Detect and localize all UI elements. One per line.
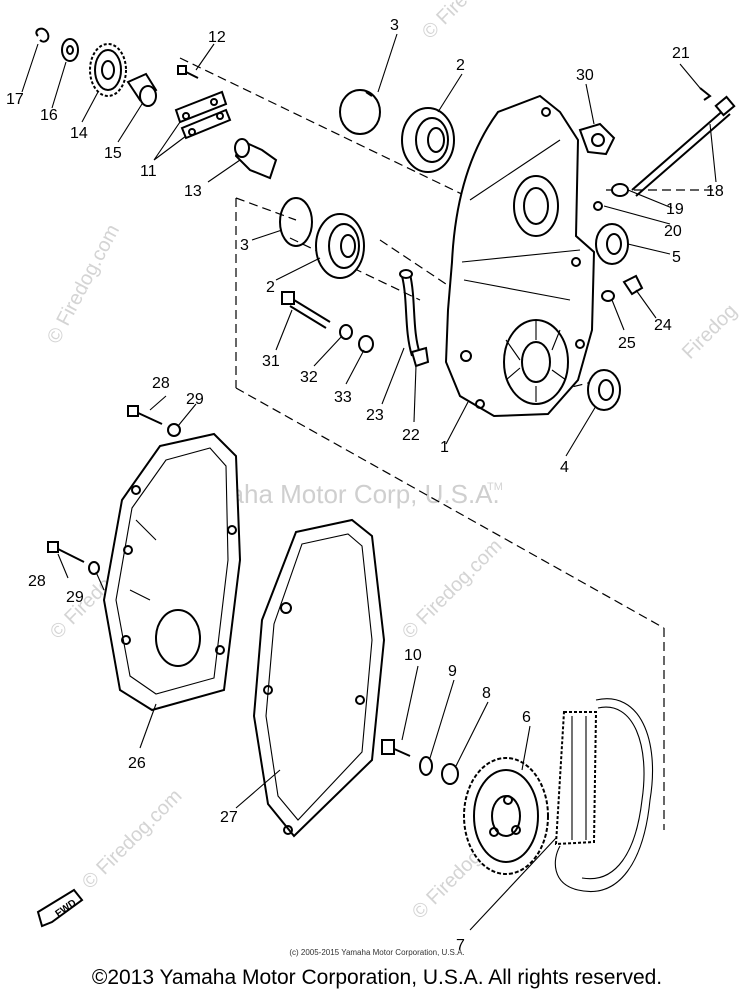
chaincase-housing-1 [444, 94, 596, 418]
hose-23 [399, 269, 421, 357]
callout-9: 9 [448, 663, 457, 680]
washer-32 [339, 324, 353, 340]
bolt-10 [381, 739, 411, 757]
callout-28-lower: 28 [28, 573, 46, 590]
callout-24: 24 [654, 317, 672, 334]
breather-30 [578, 122, 616, 156]
sprocket-6 [463, 757, 549, 875]
collar-15 [126, 72, 158, 107]
callout-3-upper: 3 [390, 17, 399, 34]
fwd-arrow-icon: FWD [36, 888, 84, 928]
callout-29-lower: 29 [66, 589, 84, 606]
washer-33 [358, 335, 374, 353]
sprocket-14 [89, 43, 127, 97]
callout-20: 20 [664, 223, 682, 240]
washer-9 [419, 756, 433, 776]
callout-1: 1 [440, 439, 449, 456]
washer-29-upper [167, 423, 181, 437]
bearing-2-lower [315, 213, 365, 279]
callout-5: 5 [672, 249, 681, 266]
shaft-13 [234, 138, 278, 180]
callout-4: 4 [560, 459, 569, 476]
callout-17: 17 [6, 91, 24, 108]
callout-7: 7 [456, 937, 465, 954]
callout-31: 31 [262, 353, 280, 370]
callout-11: 11 [140, 163, 157, 180]
callout-12: 12 [208, 29, 226, 46]
callout-25: 25 [618, 335, 636, 352]
gasket-27 [252, 518, 386, 838]
watermark-lower-left: © Firedog.com [78, 785, 187, 894]
callout-33: 33 [334, 389, 352, 406]
bracket-11 [174, 90, 232, 140]
bolt-31 [281, 291, 331, 329]
callout-26: 26 [128, 755, 146, 772]
bolt-28-upper [127, 405, 163, 425]
callout-13: 13 [184, 183, 202, 200]
callout-22: 22 [402, 427, 420, 444]
callout-labels: 1 2 2 3 3 4 5 6 7 8 9 10 11 12 13 14 15 … [6, 17, 724, 954]
clip-21 [699, 87, 712, 101]
washer-16 [61, 38, 79, 62]
washer-19 [611, 183, 629, 197]
watermark-mid-right: © Firedog.com [398, 535, 507, 644]
nut-24 [622, 274, 644, 296]
circlip-17 [35, 27, 50, 43]
bolt-18 [631, 95, 736, 197]
copyright-footer: ©2013 Yamaha Motor Corporation, U.S.A. A… [91, 966, 663, 989]
callout-8: 8 [482, 685, 491, 702]
image-credit: (c) 2005-2015 Yamaha Motor Corporation, … [289, 948, 465, 957]
circlip-3-lower [279, 197, 313, 247]
callout-6: 6 [522, 709, 531, 726]
watermark-tm: TM [487, 481, 503, 493]
callout-32: 32 [300, 369, 318, 386]
washer-29-lower [88, 561, 100, 575]
callout-3-lower: 3 [240, 237, 249, 254]
callout-27: 27 [220, 809, 238, 826]
callout-16: 16 [40, 107, 58, 124]
callout-15: 15 [104, 145, 122, 162]
callout-14: 14 [70, 125, 88, 142]
fitting-22 [410, 346, 430, 368]
callout-18: 18 [706, 183, 724, 200]
callout-2-lower: 2 [266, 279, 275, 296]
chain-7 [554, 698, 654, 892]
callout-23: 23 [366, 407, 384, 424]
chaincase-cover-26 [102, 432, 242, 712]
watermark-right-edge: Firedog [678, 300, 742, 364]
watermark-top-right: © Firedog.com [418, 0, 527, 44]
washer-25 [601, 290, 615, 302]
circlip-3-upper [339, 89, 381, 135]
callout-30: 30 [576, 67, 594, 84]
callout-29-upper: 29 [186, 391, 204, 408]
bolt-28-lower [47, 541, 85, 563]
callout-10: 10 [404, 647, 422, 664]
oring-20 [593, 201, 603, 211]
bolt-12 [177, 65, 199, 79]
leader-lines [21, 33, 717, 931]
callout-21: 21 [672, 45, 690, 62]
callout-28-upper: 28 [152, 375, 170, 392]
callout-2-upper: 2 [456, 57, 465, 74]
callout-19: 19 [666, 201, 684, 218]
washer-8 [441, 763, 459, 785]
watermark-left: © Firedog.com [43, 221, 124, 347]
oil-seal-5 [595, 223, 629, 265]
oil-seal-4 [587, 369, 621, 411]
bearing-2-upper [401, 107, 455, 173]
